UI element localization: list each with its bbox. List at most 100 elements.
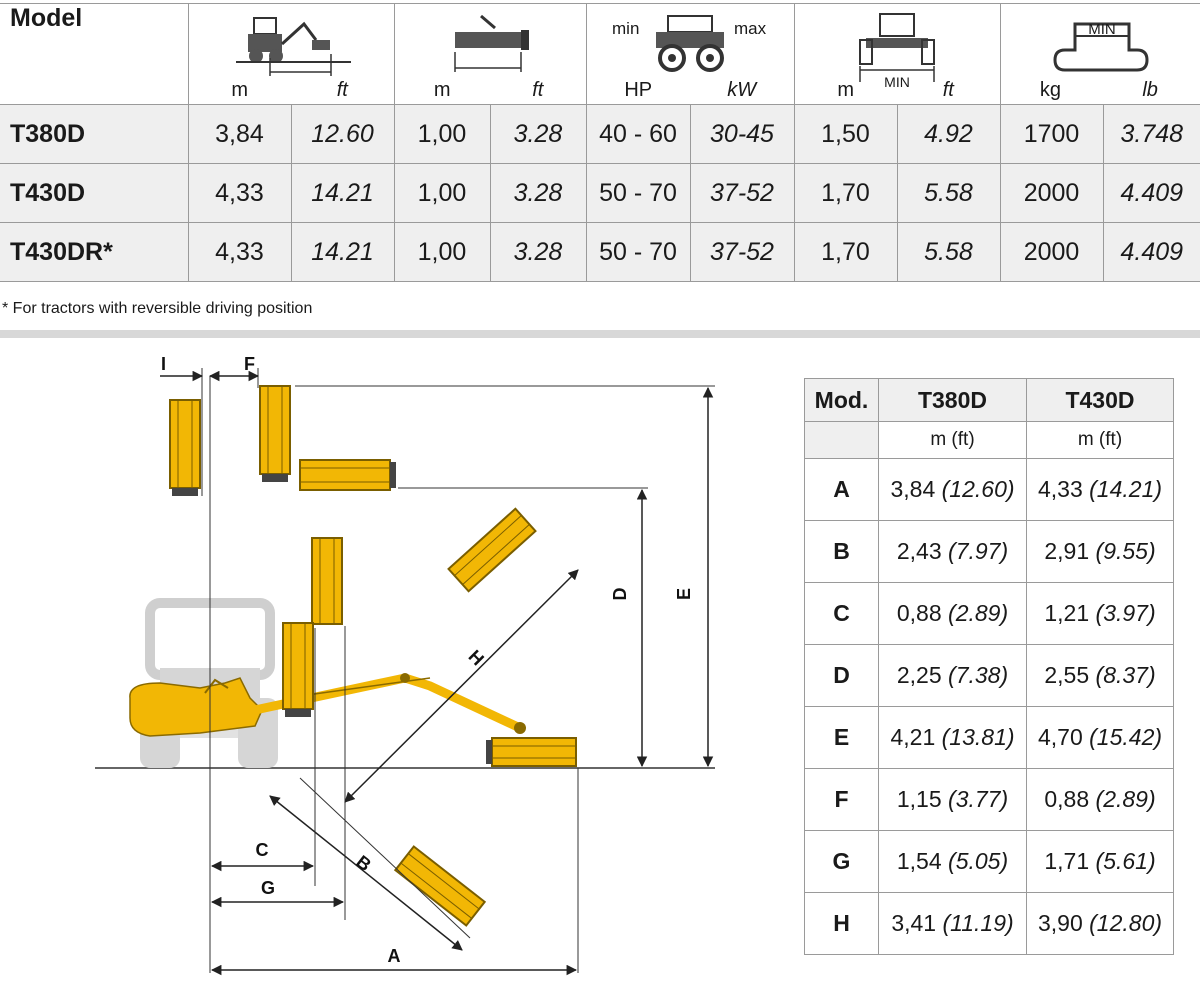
dims-header-row: Mod. T380D T430D [804,378,1174,422]
label-h: H [465,646,488,669]
cutting-width-icon [454,14,529,72]
label-e: E [674,588,694,600]
width-ft: 3.28 [489,104,587,164]
dim-label: B [804,520,879,583]
spec-row-t430dr: T430DR* 4,33 14.21 1,00 3.28 50 - 70 37-… [0,222,1200,282]
unit-m: m [837,79,855,101]
t380d-header: T380D [878,378,1027,422]
dimensions-table: Mod. T380D T430D m (ft) m (ft) A 3,84 (1… [804,378,1174,955]
power-hp: 50 - 70 [585,222,691,282]
label-d: D [610,588,630,601]
dim-t380d: 3,84 (12.60) [878,458,1027,521]
power-kw: 30-45 [689,104,795,164]
dims-row-f: F 1,15 (3.77) 0,88 (2.89) [804,768,1174,831]
section-divider [0,330,1200,338]
dim-m: 2,43 [896,538,942,564]
reach-ft: 14.21 [290,163,395,223]
tractor-width-icon: MIN [859,13,935,90]
reach-ft: 12.60 [290,104,395,164]
spec-row-t430d: T430D 4,33 14.21 1,00 3.28 50 - 70 37-52… [0,163,1200,223]
dim-ft: (9.55) [1095,538,1156,564]
tractor-width-m: 1,70 [793,163,898,223]
dim-t430d: 2,91 (9.55) [1026,520,1174,583]
unit-ft: ft [942,79,954,101]
unit-ft: ft [532,79,544,101]
unit-m: m [433,79,451,101]
tractor-power-icon: min max [612,15,767,72]
dim-t380d: 2,25 (7.38) [878,644,1027,707]
dim-t380d: 4,21 (13.81) [878,706,1027,769]
weight-lb: 3.748 [1102,104,1200,164]
footnote: * For tractors with reversible driving p… [2,300,313,317]
dim-label: F [804,768,879,831]
dim-m: 1,21 [1044,600,1090,626]
label-f: F [244,354,255,374]
power-hp: 50 - 70 [585,163,691,223]
reach-icon [236,17,351,76]
dim-ft: (11.19) [942,910,1014,936]
dim-ft: (7.97) [948,538,1009,564]
dim-t430d: 4,70 (15.42) [1026,706,1174,769]
label-i: I [161,354,166,374]
dim-ft: (2.89) [948,600,1009,626]
dim-ft: (5.05) [948,848,1009,874]
mower-head-angled-up [447,507,537,593]
dim-m: 1,54 [896,848,942,874]
dims-row-e: E 4,21 (13.81) 4,70 (15.42) [804,706,1174,769]
dim-label: G [804,830,879,893]
unit-ft: ft [336,79,348,101]
dim-t380d: 2,43 (7.97) [878,520,1027,583]
dimension-arrows [160,370,714,976]
width-ft: 3.28 [489,163,587,223]
mower-hitch [129,677,263,737]
dim-t380d: 3,41 (11.19) [878,892,1027,955]
dim-m: 4,70 [1037,724,1083,750]
tractor-width-m: 1,70 [793,222,898,282]
label-g: G [261,878,275,898]
tractor-width-ft: 5.58 [896,163,1001,223]
dim-t380d: 1,54 (5.05) [878,830,1027,893]
tractor-weight-icon: MIN [1053,21,1149,72]
dim-m: 1,15 [896,786,942,812]
t430d-header: T430D [1026,378,1174,422]
weight-kg: 2000 [999,222,1104,282]
label-b: B [352,851,375,875]
dim-m: 4,21 [890,724,936,750]
dim-t430d: 2,55 (8.37) [1026,644,1174,707]
dims-row-h: H 3,41 (11.19) 3,90 (12.80) [804,892,1174,955]
unit-m: m [231,79,249,101]
units-t430d: m (ft) [1026,421,1174,459]
dim-m: 0,88 [1044,786,1090,812]
dim-t380d: 0,88 (2.89) [878,582,1027,645]
weight-lb: 4.409 [1102,163,1200,223]
dims-row-c: C 0,88 (2.89) 1,21 (3.97) [804,582,1174,645]
width-m: 1,00 [393,163,491,223]
min-label: min [612,19,639,38]
spec-header-row: Model m ft [0,3,1200,105]
spec-row-t380d: T380D 3,84 12.60 1,00 3.28 40 - 60 30-45… [0,104,1200,164]
unit-hp: HP [624,79,653,101]
dim-label: A [804,458,879,521]
min-weight-label: MIN [1089,21,1117,38]
dim-label: C [804,582,879,645]
dim-label: E [804,706,879,769]
unit-kw: kW [727,79,757,101]
dim-m: 3,41 [891,910,937,936]
power-header: min max HP kW [585,3,795,105]
dim-label: D [804,644,879,707]
power-kw: 37-52 [689,222,795,282]
model-name: T380D [0,104,189,164]
dim-ft: (12.80) [1089,910,1163,936]
reach-m: 4,33 [187,163,292,223]
mod-header: Mod. [804,378,879,422]
dim-m: 2,91 [1044,538,1090,564]
reach-header: m ft [187,3,395,105]
dim-ft: (14.21) [1089,476,1163,502]
units-empty-cell [804,421,879,459]
weight-header: MIN kg lb [999,3,1200,105]
dims-units-row: m (ft) m (ft) [804,421,1174,459]
tractor-width-header: MIN m ft [793,3,1001,105]
dim-ft: (7.38) [948,662,1009,688]
mower-head-ground [486,737,577,767]
dim-ft: (3.77) [948,786,1009,812]
